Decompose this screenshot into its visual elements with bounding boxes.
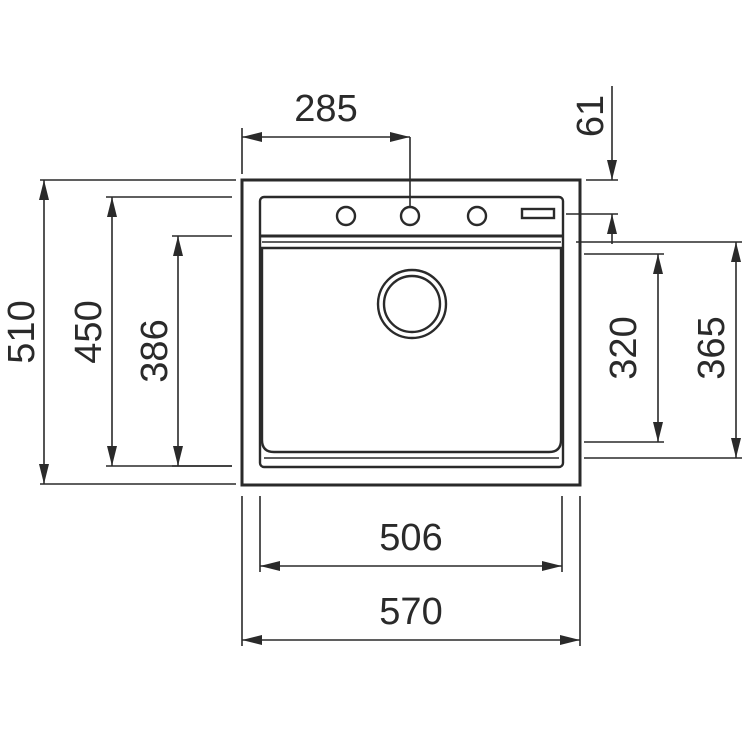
tap-hole-center (399, 205, 421, 227)
sink-outer-outline (240, 178, 582, 487)
label-61: 61 (570, 95, 612, 137)
drain-inner (382, 274, 442, 334)
drain-outer (376, 268, 448, 340)
label-285: 285 (294, 88, 357, 130)
tap-hole-right (466, 205, 488, 227)
dimension-lines (39, 86, 741, 645)
bowl-outline (260, 246, 563, 454)
label-510: 510 (1, 300, 43, 363)
label-386: 386 (134, 319, 176, 382)
sink-inner-outline (258, 195, 565, 469)
label-506: 506 (379, 517, 442, 559)
sink-body (240, 178, 582, 487)
label-320: 320 (603, 316, 645, 379)
dimension-labels: 285 61 510 450 386 320 365 506 570 (1, 88, 733, 633)
label-450: 450 (68, 300, 110, 363)
overflow-slot (520, 207, 556, 220)
tap-hole-left (335, 205, 357, 227)
extension-lines (40, 128, 742, 646)
label-570: 570 (379, 591, 442, 633)
label-365: 365 (691, 316, 733, 379)
